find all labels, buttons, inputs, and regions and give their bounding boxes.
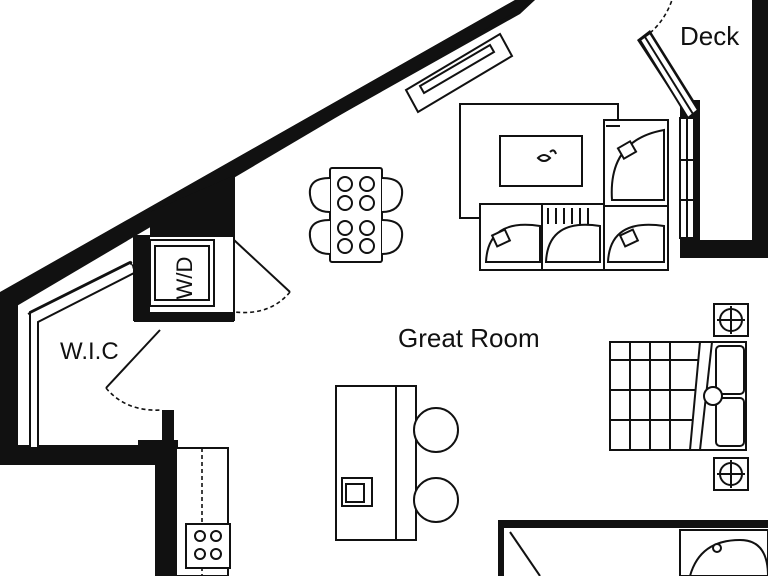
room-label-great-room: Great Room [398, 323, 540, 353]
deck-window [638, 0, 700, 239]
bed-icon [609, 341, 747, 451]
washer-dryer-closet: W/D [133, 235, 291, 322]
wic-door [105, 329, 163, 411]
cooktop-icon [185, 523, 231, 569]
washer-dryer-label: W/D [172, 257, 197, 300]
lamp-icon [713, 303, 749, 337]
wic-shelving [27, 260, 138, 449]
dining-table-icon [308, 167, 404, 263]
washer-dryer-icon: W/D [172, 257, 197, 300]
lamp-icon-2 [713, 457, 749, 491]
kitchen-island-icon [335, 385, 459, 541]
room-label-wic: W.I.C [60, 338, 119, 365]
tv-console-icon [404, 32, 514, 114]
sink-icon [341, 477, 373, 507]
room-label-deck: Deck [680, 21, 740, 51]
kitchen-counter [175, 447, 231, 576]
sofa-icon [459, 103, 669, 271]
bathtub-icon [509, 529, 768, 576]
